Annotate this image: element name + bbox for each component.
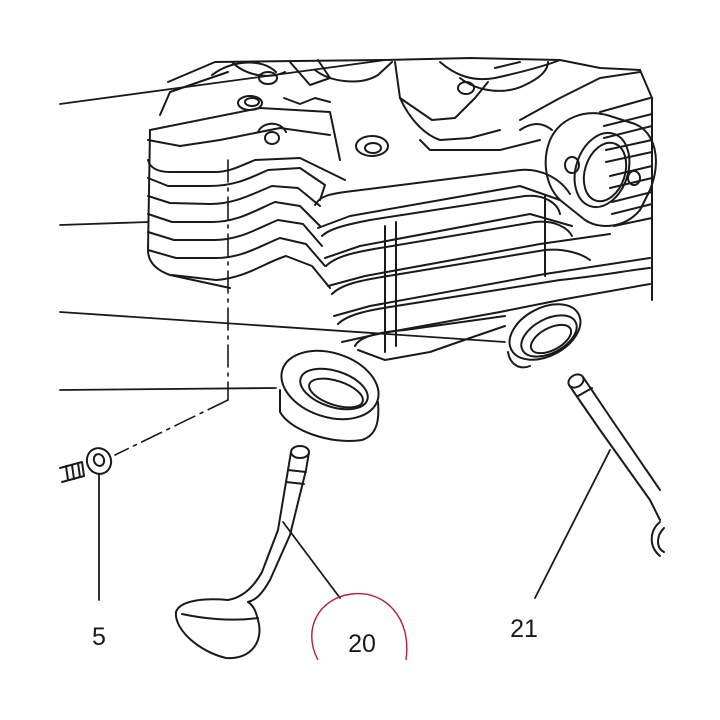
- callout-label-exhaust-valve: 20: [348, 630, 376, 658]
- washer: [85, 447, 113, 475]
- leader-line-3: [59, 311, 506, 343]
- leader-lines: [59, 59, 611, 601]
- bolt: [59, 461, 85, 483]
- valve-intake: [567, 373, 665, 557]
- valve-exhaust: [174, 445, 310, 660]
- callout-label-washer: 5: [92, 623, 106, 651]
- highlight-arc: [311, 592, 408, 661]
- assembly-center-line: [114, 159, 229, 456]
- leader-line-valve-20: [282, 521, 341, 599]
- cylinder-head: [147, 57, 657, 361]
- callout-label-intake-valve: 21: [510, 615, 538, 643]
- leader-line-2: [59, 221, 149, 226]
- leader-line-4: [59, 387, 277, 391]
- valve-seat-intake: [507, 303, 582, 369]
- valve-seat-exhaust: [279, 349, 380, 442]
- leader-line-valve-21: [534, 449, 611, 599]
- leader-line-1: [59, 59, 386, 105]
